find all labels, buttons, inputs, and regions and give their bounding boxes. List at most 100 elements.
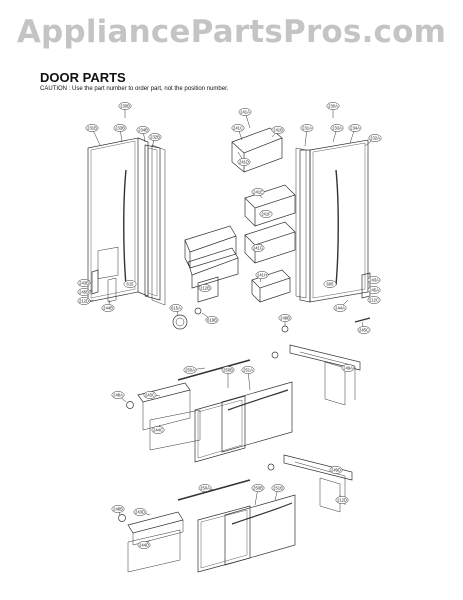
callout-label: 245B [79,290,89,295]
right-door-bins [231,127,296,303]
callout-label: 243A [369,278,379,283]
callout-c5: 232B [148,133,162,148]
callout-c34: 251A [241,366,255,391]
callout-label: 212D [337,498,347,503]
callout-label: 245A [369,288,379,293]
callout-bubble [368,134,382,142]
callout-label: 234A [350,126,360,131]
callout-c40: 250B [251,484,265,506]
callout-bubble [136,126,150,134]
callout-c29: 212B [198,284,212,292]
callout-bubble [255,271,269,279]
callout-c15: 241E [251,188,265,199]
callout-label: 243B [79,281,89,286]
callout-bubble [251,244,265,252]
callout-c46: 212D [335,494,349,504]
callout-label: 231B [87,126,97,131]
lower-freezer-drawer [118,454,353,573]
callout-label: 619B [207,318,217,323]
callout-bubble [101,304,115,312]
callout-label: 243C [145,393,155,398]
callout-bubble [251,188,265,196]
callout-c10: 230A [326,102,340,118]
callout-label: 241G [253,246,263,251]
callout-bubble [133,508,147,516]
callout-label: 244A [335,306,345,311]
callout-label: 250B [223,368,233,373]
callout-c45: 244D [137,539,151,549]
callout-c33: 250B [221,366,235,388]
callout-bubble [333,304,347,312]
callout-bubble [221,366,235,374]
callout-label: 250A [200,486,210,491]
callout-c16: 241F [259,209,273,218]
callout-bubble [237,158,251,166]
page-title: DOOR PARTS [40,70,126,85]
callout-label: 241F [261,212,271,217]
callout-c42: 249D [329,466,343,474]
left-small-parts [91,269,371,333]
callout-label: 248B [113,507,123,512]
callout-bubble [77,279,91,287]
callout-c24: 245A [367,286,381,294]
callout-c26: 244A [333,299,349,312]
callout-c23: 243A [367,276,381,284]
callout-label: 232B [150,135,160,140]
callout-bubble [148,133,162,141]
callout-c20: 245B [77,288,93,296]
callout-bubble [151,426,165,434]
callout-bubble [271,484,285,492]
caution-note: CAUTION : Use the part number to order p… [40,86,229,92]
callout-label: 245C [359,328,369,333]
callout-label: 251B [273,486,283,491]
left-door-bins [184,225,239,303]
callout-bubble [251,484,265,492]
callout-c2: 231B [85,124,101,146]
callout-c31: 245C [357,321,371,334]
callout-label: 233B [115,126,125,131]
callout-label: 244B [103,306,113,311]
callout-c30: 249B [278,314,292,326]
callout-bubble [143,391,157,399]
callout-c41: 251B [271,484,285,501]
callout-label: 212B [200,286,210,291]
callout-c18: 241H [255,271,269,283]
callout-label: 241E [253,190,263,195]
callout-c11: 231A [300,124,314,147]
callout-bubble [367,286,381,294]
callout-label: 230A [328,104,338,109]
callout-c21: 212D [77,297,94,305]
callout-bubble [329,466,343,474]
callout-c35: 249A [341,364,355,372]
callout-label: 249A [343,366,353,371]
callout-c39: 250A [198,484,216,492]
callout-bubble [231,124,245,132]
callout-label: 249D [331,468,341,473]
callout-bubble [183,366,197,374]
callout-bubble [348,124,362,132]
callout-label: 615A [171,306,181,311]
callout-label: 244C [153,428,163,433]
callout-label: 248A [113,393,123,398]
callout-c25: 212C [367,296,381,304]
callout-c32: 250A [183,366,206,374]
callout-label: 241H [257,273,267,278]
callout-c22: 244B [101,299,115,312]
right-fridge-door [295,139,369,303]
callout-c13: 234A [348,124,362,144]
upper-freezer-drawer [126,344,361,463]
callout-bubble [111,505,125,513]
callout-bubble [330,124,344,132]
callout-label: 232A [370,136,380,141]
callout-bubble [85,124,99,132]
callout-c47: 615 [123,280,137,288]
callout-label: 615 [127,282,135,287]
callout-bubble [123,280,137,288]
left-fridge-door [87,137,166,306]
callout-c37: 243C [143,391,161,399]
callout-bubble [300,124,314,132]
callout-c14: 232A [364,134,382,147]
callout-c44: 243D [133,508,151,516]
callout-c9: 241D [237,151,251,166]
callout-c17: 241G [251,243,265,252]
